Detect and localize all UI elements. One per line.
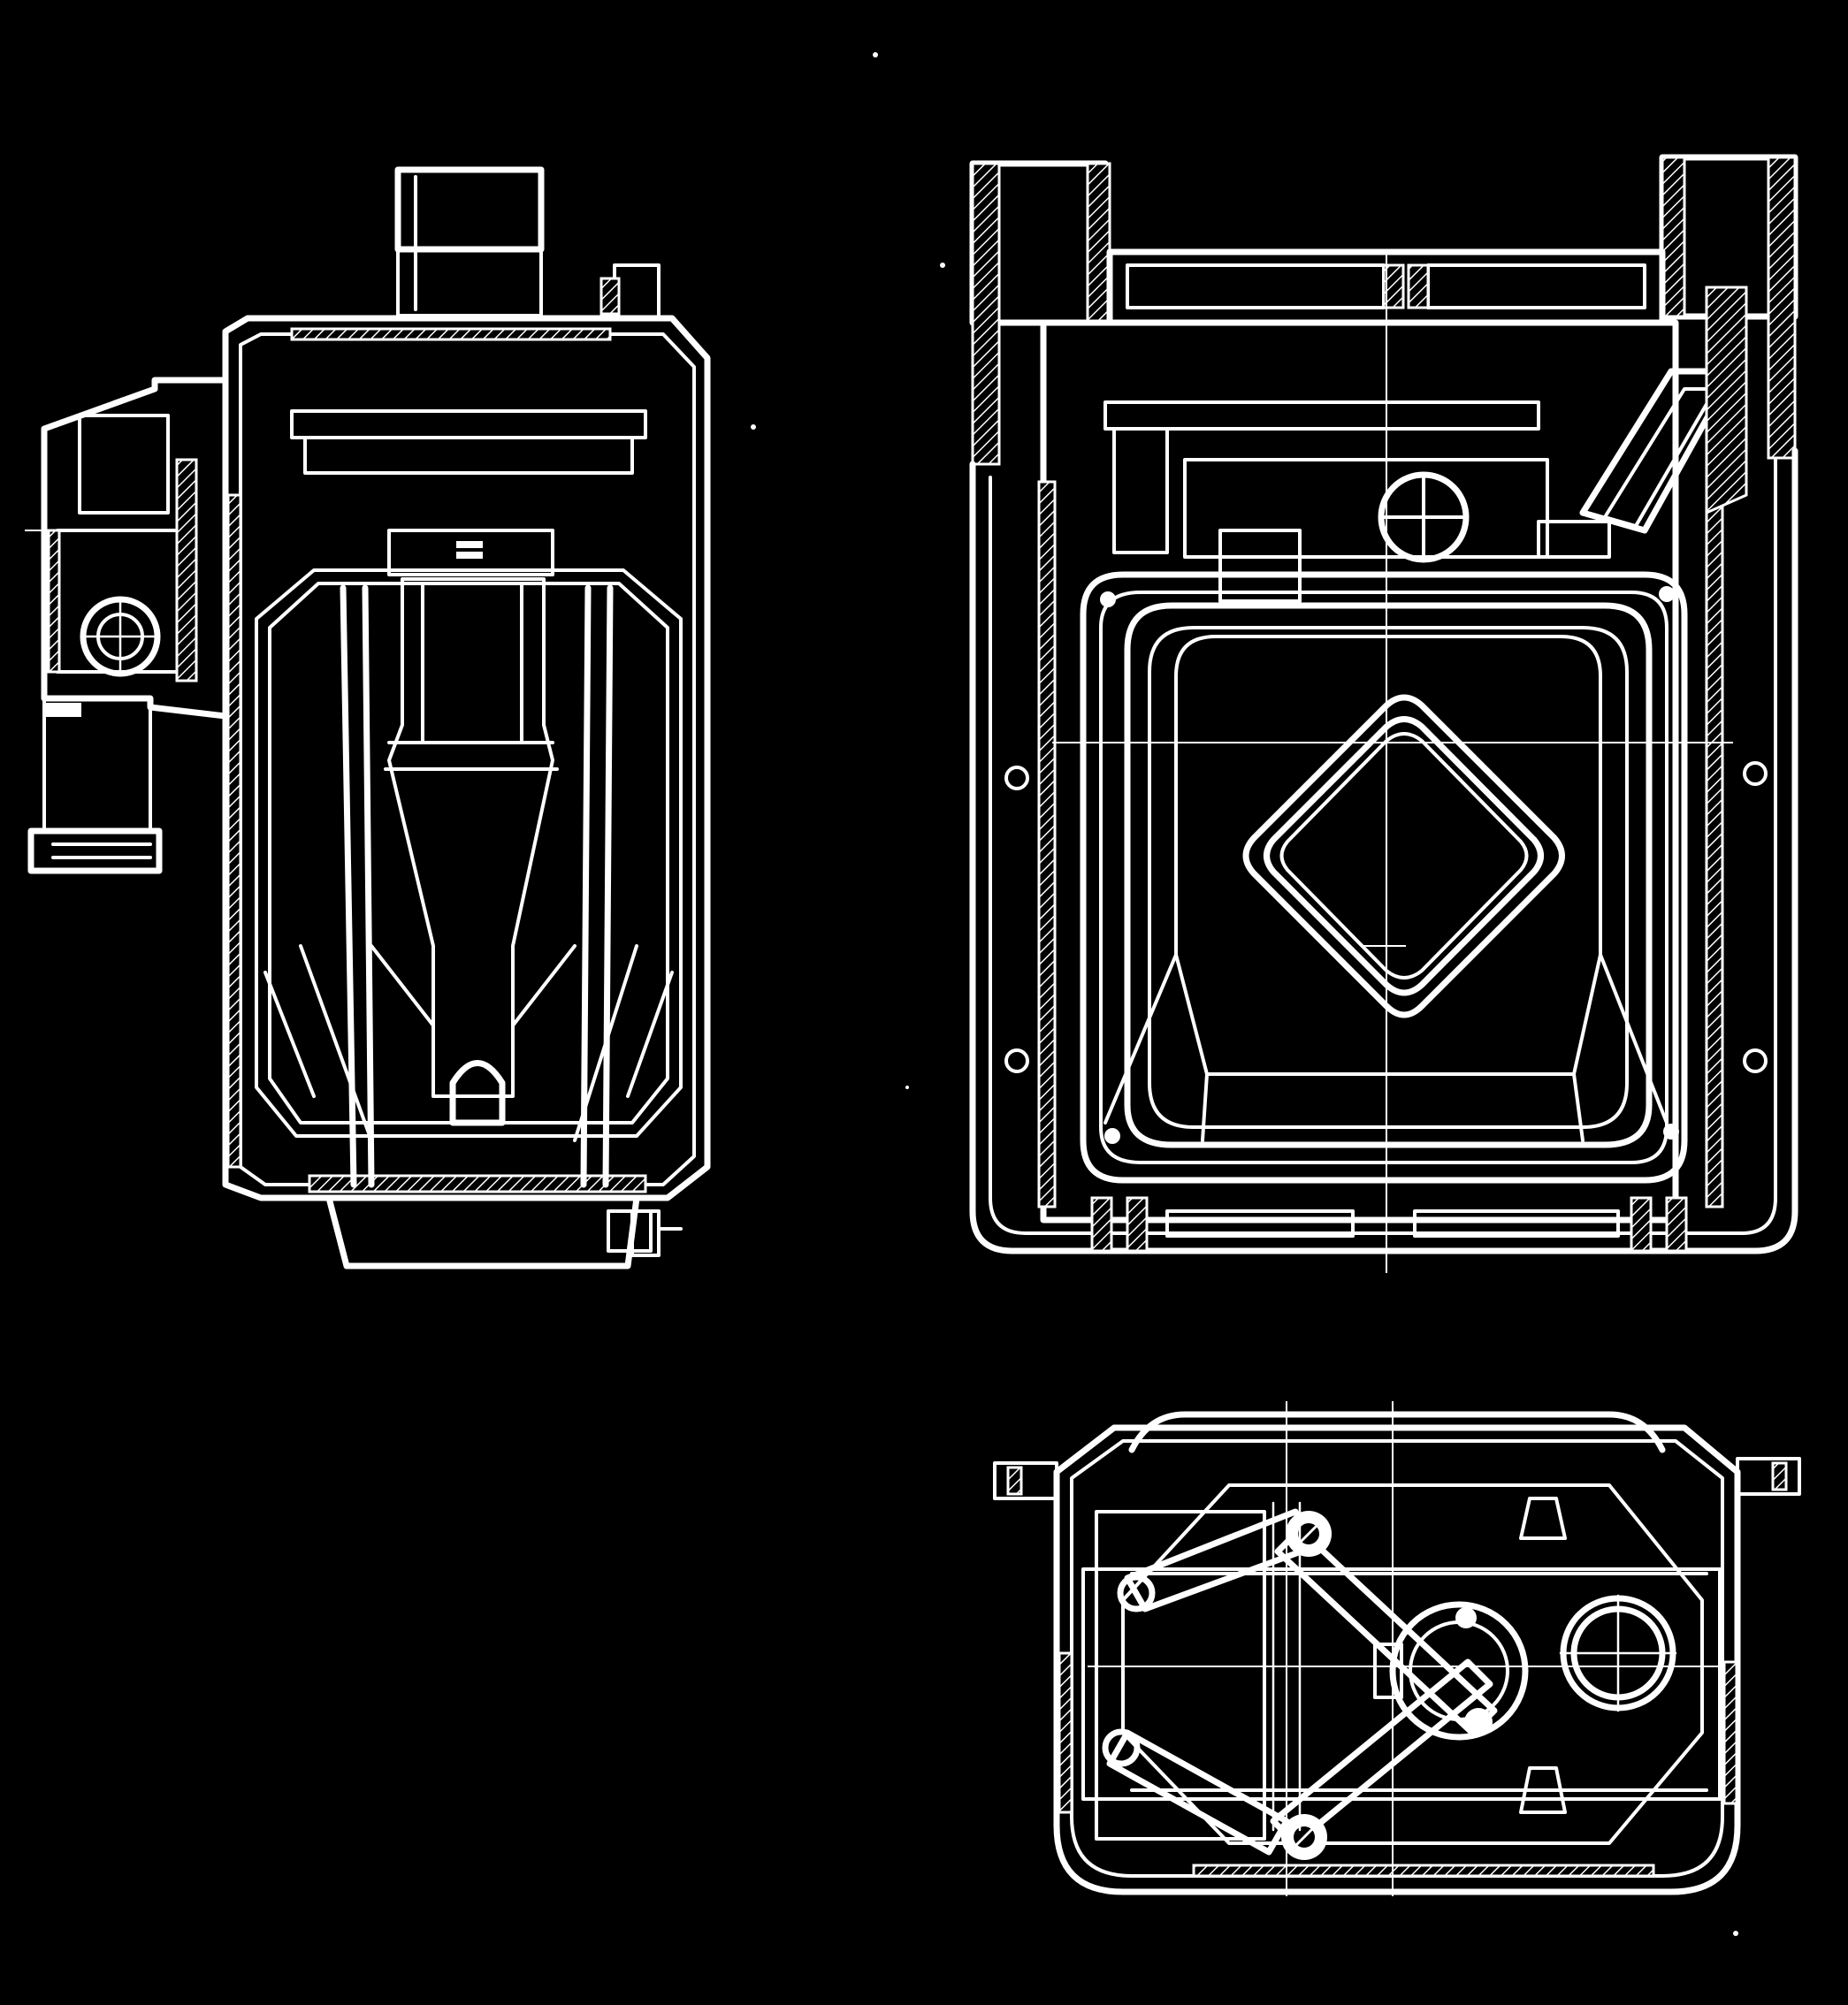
scan-specks bbox=[751, 52, 1738, 1936]
side-section-view bbox=[25, 166, 711, 1269]
front-section-view bbox=[969, 154, 1798, 1273]
plan-view bbox=[993, 1401, 1801, 1896]
